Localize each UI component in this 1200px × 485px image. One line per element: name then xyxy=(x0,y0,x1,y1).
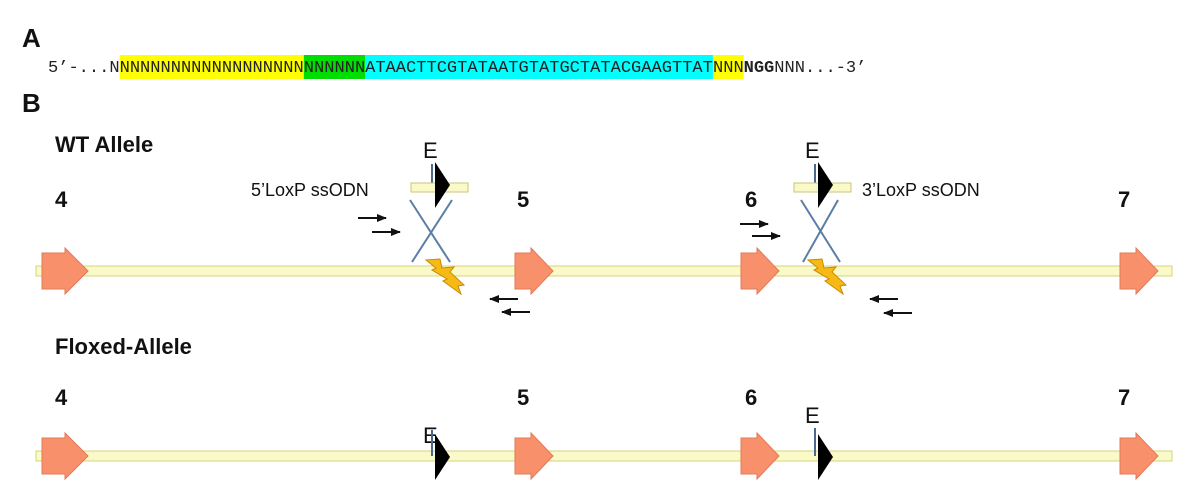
loxp-triangle-icon xyxy=(435,162,450,208)
wt-exon-6-label: 6 xyxy=(745,187,757,212)
floxed-exon-5-label: 5 xyxy=(517,385,529,410)
wt-exon-5-label: 5 xyxy=(517,187,529,212)
wt-allele-title: WT Allele xyxy=(55,132,153,157)
floxed-exon-6-label: 6 xyxy=(745,385,757,410)
sequence-segment: NNNNNN xyxy=(304,59,365,78)
ssodn-3-label: 3’LoxP ssODN xyxy=(862,180,980,200)
lightning-bolt-icon xyxy=(806,258,848,296)
floxed-exon-7-label: 7 xyxy=(1118,385,1130,410)
exon-arrow-icon xyxy=(1119,246,1159,296)
exon-arrow-icon xyxy=(41,246,89,296)
floxed-3-loxp: E xyxy=(805,403,833,480)
wt-genomic-track xyxy=(35,265,1173,277)
primer-pair-5-reverse xyxy=(489,295,530,316)
sequence-segment: ATAACTTCGTATAATGTATGCTATACGAAGTTAT xyxy=(365,59,713,78)
panel-a-label: A xyxy=(22,23,41,53)
sequence-highlight-yellow xyxy=(713,55,744,79)
primer-pair-5-forward xyxy=(358,214,401,236)
primer-pair-3-reverse xyxy=(869,295,912,317)
floxed-allele-title: Floxed-Allele xyxy=(55,334,192,359)
exon-arrow-icon xyxy=(41,431,89,481)
sequence-segment: NNNNNNNNNNNNNNNNNN xyxy=(120,59,304,78)
crossover-line xyxy=(411,199,453,263)
crossover-line xyxy=(802,199,839,263)
wt-exon-4-label: 4 xyxy=(55,187,68,212)
exon-arrow-icon xyxy=(514,246,554,296)
floxed-exon-4-label: 4 xyxy=(55,385,68,410)
exon-arrow-icon xyxy=(740,431,780,481)
loxp-triangle-icon xyxy=(818,434,833,480)
floxed-5-loxp: E xyxy=(423,423,450,480)
wt-5-loxp-insertion: E 5’LoxP ssODN xyxy=(251,138,469,296)
wt-3-loxp-insertion: E 3’LoxP ssODN xyxy=(793,138,980,296)
ecori-site-label: E xyxy=(805,138,820,163)
sequence-highlight-yellow xyxy=(119,55,304,79)
exon-arrow-icon xyxy=(1119,431,1159,481)
sequence-highlight-green xyxy=(303,55,366,79)
ecori-site-label: E xyxy=(423,138,438,163)
ecori-site-label: E xyxy=(423,423,438,448)
panel-b-label: B xyxy=(22,88,41,118)
sequence-segment: NNN xyxy=(713,59,744,78)
crossover-line xyxy=(409,199,451,263)
ecori-site-label: E xyxy=(805,403,820,428)
exon-arrow-icon xyxy=(740,246,780,296)
sequence-segment: NNN...-3’ xyxy=(774,59,866,78)
loxp-triangle-icon xyxy=(818,162,833,208)
exon-arrow-icon xyxy=(514,431,554,481)
lightning-bolt-icon xyxy=(424,258,466,296)
floxed-genomic-track xyxy=(35,450,1173,462)
sequence-segment: NGG xyxy=(744,59,775,78)
ssodn-5-label: 5’LoxP ssODN xyxy=(251,180,369,200)
sequence-highlight-cyan xyxy=(365,55,713,79)
loxp-triangle-icon xyxy=(435,434,450,480)
wt-exon-7-label: 7 xyxy=(1118,187,1130,212)
sequence-segment: 5’-...N xyxy=(48,59,120,78)
primer-pair-6-forward xyxy=(740,220,781,240)
